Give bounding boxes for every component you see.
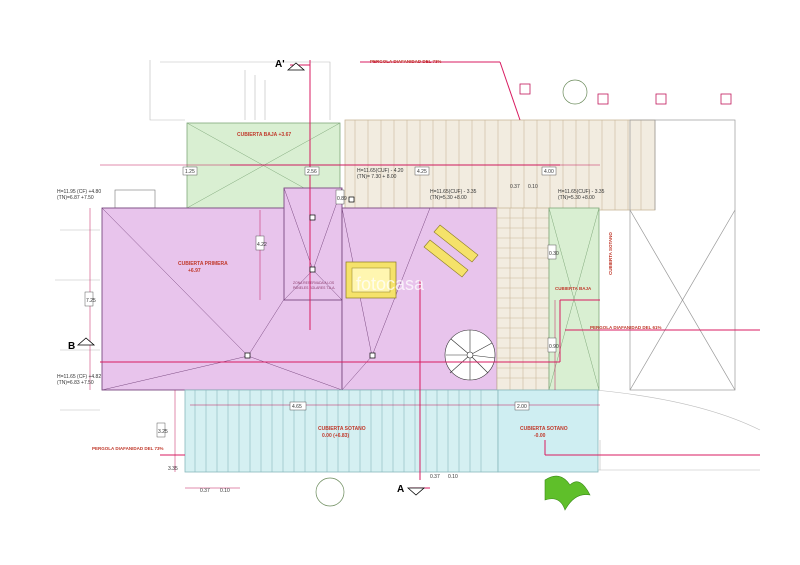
cubierta-sotano-right-level: -0.00 xyxy=(534,433,546,439)
pergola-right xyxy=(496,207,550,391)
svg-text:0.37: 0.37 xyxy=(510,184,520,190)
lounger-icon xyxy=(423,224,479,278)
svg-text:0.90: 0.90 xyxy=(549,344,559,350)
svg-text:(TN)=5.30 +8.00: (TN)=5.30 +8.00 xyxy=(430,195,467,201)
pergola-right-label: PERGOLA DIAFANIDAD DEL 61% xyxy=(590,325,662,330)
svg-text:7.25: 7.25 xyxy=(86,298,96,304)
cubierta-baja-right-label: CUBIERTA BAJA xyxy=(555,286,592,291)
cubierta-primera-level: +6.97 xyxy=(188,268,201,274)
section-arrow-a-prime[interactable]: A' xyxy=(275,59,306,71)
solar-zone-label-2: PANELES SOLARES T.A.A. xyxy=(293,286,335,290)
svg-text:H=11.65(CUF) - 3.35: H=11.65(CUF) - 3.35 xyxy=(430,189,477,195)
level-annotations: H=11.95 (CF) +4.80 (TN)=6.87 +7.50 H=11.… xyxy=(57,168,605,386)
spiral-stair-icon xyxy=(444,329,496,381)
cubierta-sotano-left-label: CUBIERTA SOTANO xyxy=(318,426,366,432)
svg-text:A: A xyxy=(397,484,404,495)
cubierta-sotano-vertical-label: CUBIERTA SOTANO xyxy=(608,232,613,275)
skylight-small xyxy=(114,189,156,209)
svg-text:2.00: 2.00 xyxy=(517,404,527,410)
svg-text:H=11.65 (CF) +4.82: H=11.65 (CF) +4.82 xyxy=(57,374,101,380)
svg-text:0.37: 0.37 xyxy=(430,474,440,480)
cubierta-sotano-right: CUBIERTA SOTANO -0.00 xyxy=(497,389,599,473)
svg-text:(TN)=6.87 +7.50: (TN)=6.87 +7.50 xyxy=(57,195,94,201)
pergola-bottom: CUBIERTA SOTANO 0.00 (+6.83) xyxy=(184,389,499,473)
svg-text:0.89: 0.89 xyxy=(337,196,347,202)
dimension-labels: 1.25 2.56 4.25 4.00 0.37 0.10 0.89 4.22 … xyxy=(84,166,559,494)
svg-text:H=11.65(CUF) - 3.35: H=11.65(CUF) - 3.35 xyxy=(558,189,605,195)
tree-icon xyxy=(315,79,591,511)
cubierta-primera-label: CUBIERTA PRIMERA xyxy=(178,261,228,267)
watermark: fotocasa xyxy=(356,274,425,294)
svg-text:4.65: 4.65 xyxy=(292,404,302,410)
svg-text:0.10: 0.10 xyxy=(448,474,458,480)
svg-text:2.56: 2.56 xyxy=(307,169,317,175)
cubierta-baja-top-label: CUBIERTA BAJA +3.67 xyxy=(237,132,291,138)
pergola-bottom-label: PERGOLA DIAFANIDAD DEL 73% xyxy=(92,446,164,451)
cubierta-baja-right: CUBIERTA BAJA xyxy=(548,207,600,391)
solar-zone-label: ZONA RESERVADA A LOS xyxy=(293,281,335,285)
section-arrow-b[interactable]: B xyxy=(68,337,96,352)
svg-text:4.00: 4.00 xyxy=(544,169,554,175)
svg-text:3.35: 3.35 xyxy=(168,466,178,472)
svg-text:(TN)=5.30 +8.00: (TN)=5.30 +8.00 xyxy=(558,195,595,201)
svg-text:(TN)= 7.30 + 8.00: (TN)= 7.30 + 8.00 xyxy=(357,174,397,180)
svg-text:4.25: 4.25 xyxy=(417,169,427,175)
svg-text:H=11.65(CUF) - 4.20: H=11.65(CUF) - 4.20 xyxy=(357,168,404,174)
solar-zone: ZONA RESERVADA A LOS PANELES SOLARES T.A… xyxy=(283,187,343,301)
svg-text:A': A' xyxy=(275,59,285,70)
svg-text:B: B xyxy=(68,341,75,352)
svg-text:4.22: 4.22 xyxy=(257,242,267,248)
svg-text:0.30: 0.30 xyxy=(549,251,559,257)
cubierta-sotano-left-level: 0.00 (+6.83) xyxy=(322,433,349,439)
right-open-area xyxy=(629,119,736,391)
svg-text:0.37: 0.37 xyxy=(200,488,210,494)
svg-text:(TN)=6.83 +7.50: (TN)=6.83 +7.50 xyxy=(57,380,94,386)
svg-text:0.10: 0.10 xyxy=(528,184,538,190)
pergola-top-label: PERGOLA DIAFANIDAD DEL 73% xyxy=(370,59,442,64)
dimension-lines xyxy=(89,164,600,489)
svg-text:3.25: 3.25 xyxy=(158,429,168,435)
svg-text:0.10: 0.10 xyxy=(220,488,230,494)
cubierta-sotano-right-label: CUBIERTA SOTANO xyxy=(520,426,568,432)
marker-icon xyxy=(519,83,732,105)
svg-text:H=11.95 (CF) +4.80: H=11.95 (CF) +4.80 xyxy=(57,189,101,195)
section-arrow-a[interactable]: A xyxy=(397,484,426,496)
roof-nodes xyxy=(244,196,376,359)
svg-text:1.25: 1.25 xyxy=(185,169,195,175)
